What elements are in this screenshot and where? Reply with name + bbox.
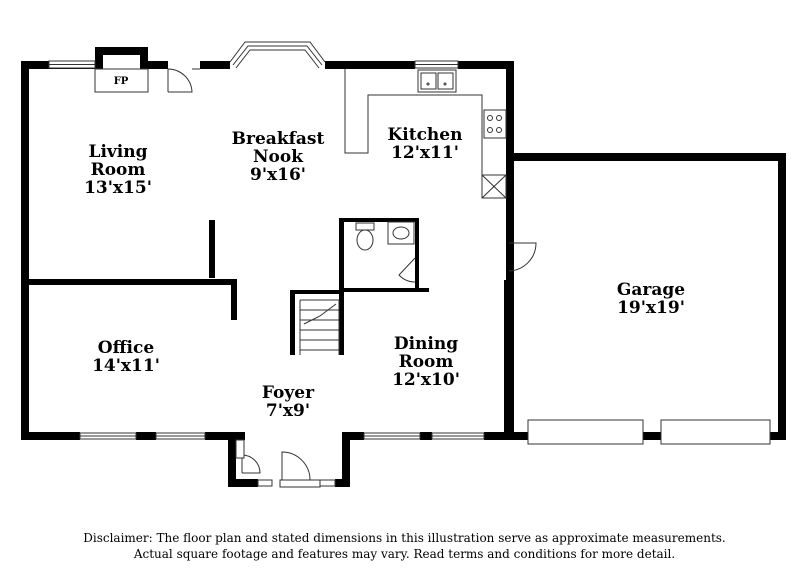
garage-dims: 19'x19' xyxy=(617,298,685,318)
window-foyer-left xyxy=(257,479,273,487)
fireplace: FP xyxy=(94,68,149,93)
windows xyxy=(48,41,485,487)
room-labels: Living Room 13'x15' Breakfast Nook 9'x16… xyxy=(84,125,685,421)
window-foyer-right xyxy=(319,479,336,487)
door-closet xyxy=(235,439,261,474)
foyer-dims: 7'x9' xyxy=(266,401,310,421)
living-room-name-1: Living xyxy=(89,142,148,162)
dining-room-dims: 12'x10' xyxy=(392,370,460,390)
garage-doors xyxy=(527,419,771,445)
bath-sink xyxy=(387,221,415,245)
kitchen-name: Kitchen xyxy=(388,125,463,145)
breakfast-nook-name-2: Nook xyxy=(253,147,304,167)
stove xyxy=(483,109,507,139)
dining-room-name-2: Room xyxy=(399,352,454,372)
fireplace-label: FP xyxy=(114,76,129,87)
doors xyxy=(167,68,537,488)
disclaimer-line-1: Disclaimer: The floor plan and stated di… xyxy=(83,531,726,545)
office-name: Office xyxy=(98,338,155,358)
living-room-name-2: Room xyxy=(91,160,146,180)
door-front xyxy=(279,451,321,488)
window-office-bottom-2 xyxy=(155,432,206,440)
window-dining-bottom-1 xyxy=(363,432,421,440)
fridge xyxy=(481,174,507,199)
foyer-name: Foyer xyxy=(262,383,315,403)
living-room-dims: 13'x15' xyxy=(84,178,152,198)
disclaimer-line-2: Actual square footage and features may v… xyxy=(133,547,676,561)
toilet xyxy=(355,222,375,251)
kitchen-sink xyxy=(417,69,457,93)
kitchen-dims: 12'x11' xyxy=(391,143,459,163)
garage-name: Garage xyxy=(617,280,685,300)
door-living xyxy=(167,68,200,93)
breakfast-nook-dims: 9'x16' xyxy=(250,165,306,185)
door-garage xyxy=(508,242,537,272)
window-kitchen-top xyxy=(414,60,459,69)
interior-walls xyxy=(21,161,514,440)
window-office-bottom-1 xyxy=(79,432,137,440)
exterior-walls xyxy=(21,47,786,487)
office-dims: 14'x11' xyxy=(92,356,160,376)
window-dining-bottom-2 xyxy=(431,432,485,440)
window-living-top xyxy=(48,60,96,69)
door-bathroom xyxy=(398,257,416,283)
dining-room-name-1: Dining xyxy=(394,334,458,354)
stairs xyxy=(299,299,340,355)
breakfast-nook-name-1: Breakfast xyxy=(232,129,325,149)
fixtures: FP xyxy=(94,68,507,355)
bay-window xyxy=(229,41,326,69)
